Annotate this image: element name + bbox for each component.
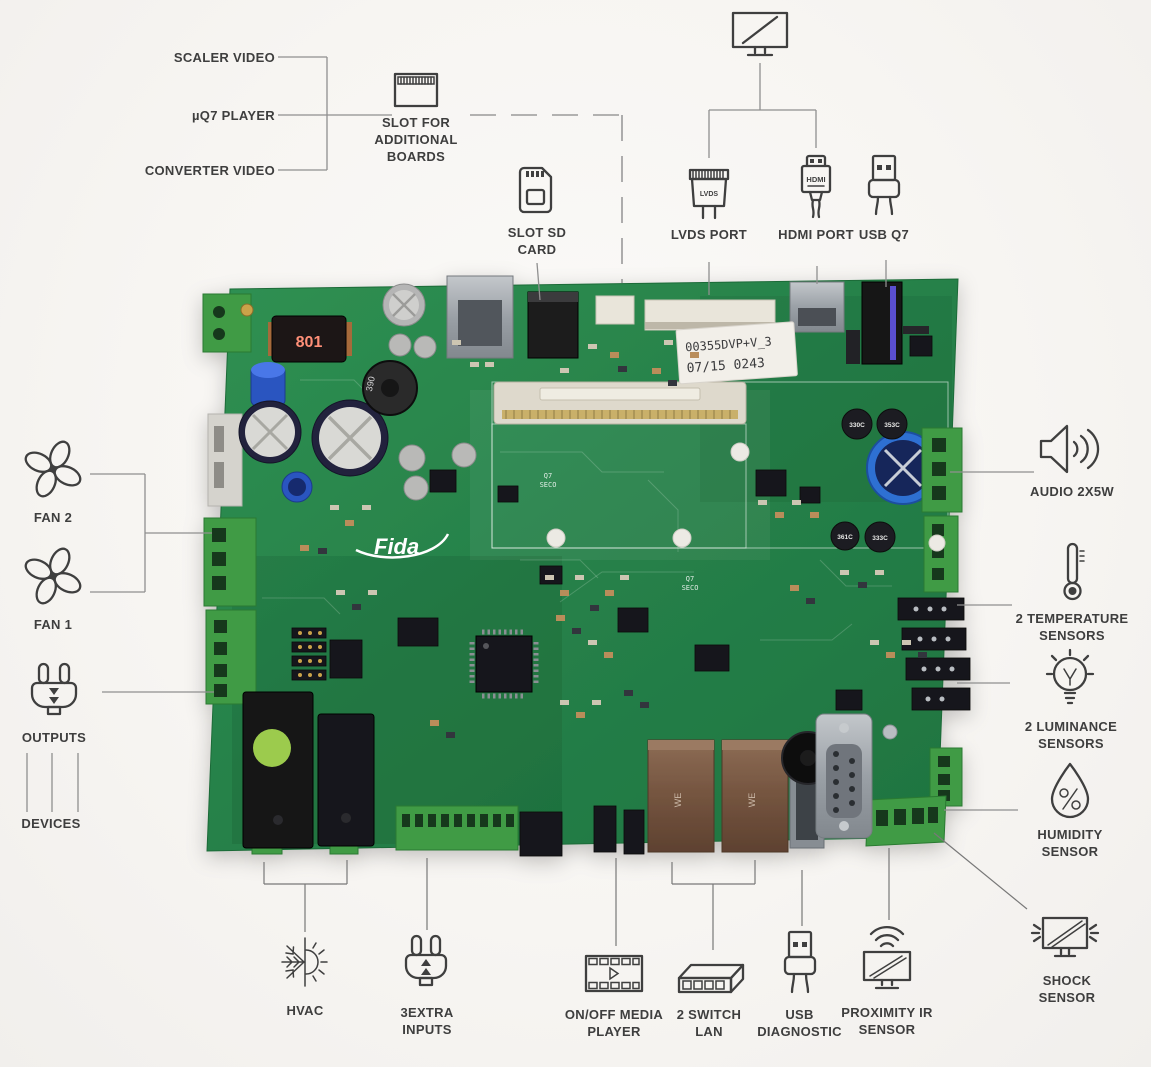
top-edge-components: 801 <box>240 275 933 365</box>
label-extra-inputs: 3EXTRA INPUTS <box>400 1005 454 1038</box>
label-luminance-sensors: 2 LUMINANCE SENSORS <box>1024 719 1118 752</box>
inductor-801-marking: 801 <box>296 334 323 351</box>
outputs-plug-icon <box>30 662 78 716</box>
add-on-board-icon <box>393 72 439 108</box>
fida-logo: Fida <box>355 533 450 559</box>
media-player-icon <box>584 954 644 993</box>
label-shock-sensor: SHOCK SENSOR <box>1038 973 1096 1006</box>
sticker-line2: 07/15 0243 <box>686 356 765 376</box>
coil-marking-2: 353C <box>884 422 900 429</box>
passive-components-light <box>330 340 911 705</box>
thermometer-icon <box>1063 542 1085 601</box>
sticker-line1: 00355DVP+V_3 <box>685 334 772 354</box>
label-slot-additional-boards: SLOT FOR ADDITIONAL BOARDS <box>374 115 458 165</box>
label-switch-lan: 2 SWITCH LAN <box>676 1007 742 1040</box>
bulb-icon <box>1045 648 1095 705</box>
q7-module-slot <box>493 381 747 425</box>
label-fan-2: FAN 2 <box>33 510 73 525</box>
lvds-connector-icon: LVDS <box>688 168 730 220</box>
proximity-ir-sensor-icon <box>862 925 912 990</box>
label-audio: AUDIO 2X5W <box>1030 484 1114 499</box>
label-hvac: HVAC <box>286 1003 324 1018</box>
label-usb-diagnostic: USB DIAGNOSTIC <box>757 1007 842 1040</box>
transformer-marking-2: WE <box>747 793 757 808</box>
label-devices: DEVICES <box>21 816 81 831</box>
right-side-components: 330C 353C 361C 333C <box>830 408 971 847</box>
callout-line-hvac <box>263 860 348 932</box>
passive-components-dark <box>318 366 927 738</box>
display-icon <box>731 11 789 57</box>
label-slot-sd-card: SLOT SD CARD <box>507 225 567 258</box>
silkscreen-seco-2: SECO <box>682 584 699 592</box>
callout-line-devices <box>26 753 79 812</box>
speaker-icon <box>1039 424 1100 474</box>
bottom-edge-components: WE WE <box>395 713 898 857</box>
hdmi-connector-label: HDMI <box>806 175 825 184</box>
hdmi-cable-icon: HDMI <box>800 154 832 219</box>
coil-marking-4: 333C <box>872 535 888 542</box>
callout-line-switch-lan <box>671 860 756 950</box>
hvac-icon <box>281 937 328 987</box>
relays <box>242 691 375 855</box>
silkscreen-seco: SECO <box>540 481 557 489</box>
callout-line-fans <box>90 473 212 593</box>
label-uq7-player: µQ7 PLAYER <box>192 108 275 123</box>
callout-line-shock <box>933 832 1028 910</box>
passive-components-tan <box>300 352 895 726</box>
usb-q7-plug-icon <box>867 154 901 216</box>
board-sticker: 00355DVP+V_3 07/15 0243 <box>675 321 798 385</box>
sd-card-icon <box>518 166 553 214</box>
transformer-marking-1: WE <box>673 793 683 808</box>
callout-line-video-group <box>278 56 392 171</box>
left-terminal-blocks <box>202 293 257 705</box>
standoffs <box>546 442 946 552</box>
pcb-board: 801 <box>202 275 971 857</box>
label-usb-q7: USB Q7 <box>858 227 910 242</box>
fan-1-icon <box>24 547 82 605</box>
humidity-drop-icon <box>1050 762 1090 819</box>
label-scaler-video: SCALER VIDEO <box>173 50 275 65</box>
callout-lines <box>26 56 1034 950</box>
label-fan-1: FAN 1 <box>33 617 73 632</box>
label-humidity-sensor: HUMIDITY SENSOR <box>1037 827 1103 860</box>
label-converter-video: CONVERTER VIDEO <box>144 163 275 178</box>
callout-line-sd-card <box>536 262 541 301</box>
extra-inputs-plug-icon <box>404 934 448 987</box>
fida-logo-text: Fida <box>374 534 419 559</box>
callout-line-ports <box>708 260 887 295</box>
label-hdmi-port: HDMI PORT <box>778 227 854 242</box>
label-temperature-sensors: 2 TEMPERATURE SENSORS <box>1015 611 1129 644</box>
silkscreen-q7: Q7 <box>544 472 552 480</box>
shock-monitor-icon <box>1030 916 1100 958</box>
toroid-390-marking: 390 <box>364 375 377 392</box>
label-lvds-port: LVDS PORT <box>670 227 748 242</box>
coil-marking-3: 361C <box>837 534 853 541</box>
lan-switch-icon <box>677 963 745 994</box>
label-media-player: ON/OFF MEDIA PLAYER <box>564 1007 664 1040</box>
label-outputs: OUTPUTS <box>21 730 87 745</box>
coil-marking-1: 330C <box>849 422 865 429</box>
ics-and-headers <box>291 469 863 711</box>
power-capacitors: 390 <box>238 333 477 503</box>
callout-line-display <box>708 63 817 158</box>
lvds-connector-label: LVDS <box>700 191 718 198</box>
silkscreen-q7-2: Q7 <box>686 575 694 583</box>
label-proximity-ir-sensor: PROXIMITY IR SENSOR <box>841 1005 933 1038</box>
callout-line-additional-boards-dashed <box>470 114 623 283</box>
usb-diagnostic-plug-icon <box>783 930 817 994</box>
fan-2-icon <box>24 440 82 498</box>
